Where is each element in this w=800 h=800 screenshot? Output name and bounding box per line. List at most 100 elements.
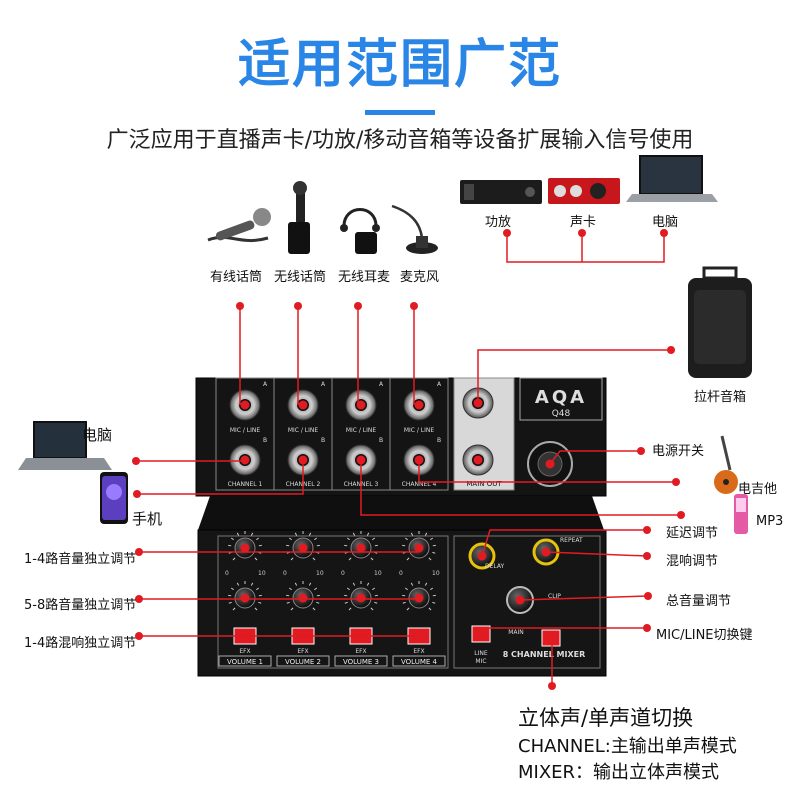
laptop-device-left	[18, 421, 112, 470]
label-delay: 延迟调节	[666, 526, 719, 541]
channel-4-volume-knob-a[interactable]	[402, 531, 436, 561]
footer-heading: 立体声/单声道切换	[518, 706, 694, 730]
callout-endpoint	[135, 632, 143, 640]
callout-endpoint	[643, 526, 651, 534]
callout-dots	[132, 229, 685, 690]
mic-line-jack-label: MIC / LINE	[346, 427, 377, 434]
knob-max-label: 10	[374, 570, 382, 577]
callout-dot	[240, 455, 250, 465]
jack-a-label: A	[263, 381, 268, 388]
callout-endpoint	[236, 302, 244, 310]
callout-dot	[545, 459, 555, 469]
trolley-speaker-image	[688, 266, 752, 378]
label-master: 总音量调节	[666, 594, 732, 609]
knob-min-label: 0	[341, 570, 345, 577]
jack-b-label: B	[379, 437, 383, 444]
callout-endpoint	[667, 346, 675, 354]
knob-min-label: 0	[399, 570, 403, 577]
callout-endpoint	[637, 447, 645, 455]
knob-max-label: 10	[432, 570, 440, 577]
channel-label: CHANNEL 1	[228, 481, 263, 488]
callout-dot	[240, 400, 250, 410]
callout-line	[545, 551, 648, 557]
callout-dot	[473, 398, 483, 408]
callout-endpoint	[410, 302, 418, 310]
knob-max-label: 10	[316, 570, 324, 577]
brand-plate	[519, 377, 603, 421]
callout-line	[477, 349, 671, 403]
callout-endpoint	[503, 229, 511, 237]
callout-dot	[473, 455, 483, 465]
knob-max-label: 10	[258, 570, 266, 577]
callout-lines	[136, 233, 681, 686]
knob-min-label: 0	[225, 570, 229, 577]
callout-endpoint	[660, 229, 668, 237]
jack-a-label: A	[379, 381, 384, 388]
channel-label: CHANNEL 4	[402, 481, 437, 488]
label-computer-left: 电脑	[82, 426, 113, 444]
callout-dot	[356, 593, 366, 603]
callout-endpoint	[643, 624, 651, 632]
clip-label: CLIP	[548, 593, 561, 600]
callout-dot	[356, 455, 366, 465]
label-repeat: 混响调节	[666, 554, 719, 569]
volume-label-frame	[392, 655, 446, 667]
model-label: Q48	[552, 409, 571, 419]
callout-dot	[414, 543, 424, 553]
callout-dot	[541, 547, 551, 557]
jack-b-label: B	[321, 437, 325, 444]
jack-a-label: A	[321, 381, 326, 388]
label-wireless-mic: 无线话筒	[274, 270, 327, 285]
callout-line	[549, 450, 641, 465]
title-underline	[365, 110, 435, 115]
label-vol-1-4: 1-4路音量独立调节	[24, 552, 137, 567]
line-label: LINE	[474, 650, 488, 657]
soundcard-device	[548, 178, 620, 204]
brand-logo: AQA	[535, 387, 587, 408]
label-computer-top: 电脑	[652, 215, 679, 230]
callout-endpoint	[672, 478, 680, 486]
callout-dot	[298, 400, 308, 410]
mic-line-jack-label: MIC / LINE	[404, 427, 435, 434]
label-vol-5-8: 5-8路音量独立调节	[24, 598, 137, 613]
callout-dot	[298, 593, 308, 603]
callout-dot	[298, 543, 308, 553]
callout-endpoint	[135, 595, 143, 603]
stereo-mono-button[interactable]	[541, 629, 561, 647]
callout-endpoint	[548, 682, 556, 690]
volume-label-frame	[334, 655, 388, 667]
callout-dot	[515, 595, 525, 605]
mic-line-button[interactable]	[471, 625, 491, 643]
page-subtitle: 广泛应用于直播声卡/功放/移动音箱等设备扩展输入信号使用	[106, 128, 694, 153]
volume-label-frame	[276, 655, 330, 667]
gooseneck-mic-image	[391, 204, 438, 254]
label-mic-line-switch: MIC/LINE切换键	[656, 628, 753, 643]
guitar-image	[714, 435, 738, 494]
repeat-label: REPEAT	[560, 537, 583, 544]
callout-dot	[477, 551, 487, 561]
callout-endpoint	[677, 511, 685, 519]
wired-mic-image	[207, 208, 271, 243]
callout-line	[519, 595, 649, 601]
label-guitar: 电吉他	[738, 482, 778, 497]
volume-label: VOLUME 3	[343, 658, 379, 666]
callout-dot	[240, 593, 250, 603]
laptop-device-top	[626, 155, 718, 202]
callout-endpoint	[135, 548, 143, 556]
callout-line	[418, 460, 676, 483]
callout-dot	[298, 455, 308, 465]
callout-dot	[356, 400, 366, 410]
label-phone: 手机	[132, 510, 163, 528]
callout-endpoint	[294, 302, 302, 310]
callout-dot	[414, 400, 424, 410]
amplifier-device	[460, 180, 542, 204]
footer-line-2: MIXER：输出立体声模式	[518, 762, 720, 783]
callout-dot	[356, 543, 366, 553]
wireless-mic-image	[288, 181, 310, 254]
main-label: MAIN	[508, 629, 524, 636]
callout-endpoint	[132, 457, 140, 465]
callout-line	[506, 233, 665, 263]
label-efx-1-4: 1-4路混响独立调节	[24, 636, 137, 651]
label-amp: 功放	[485, 215, 512, 230]
